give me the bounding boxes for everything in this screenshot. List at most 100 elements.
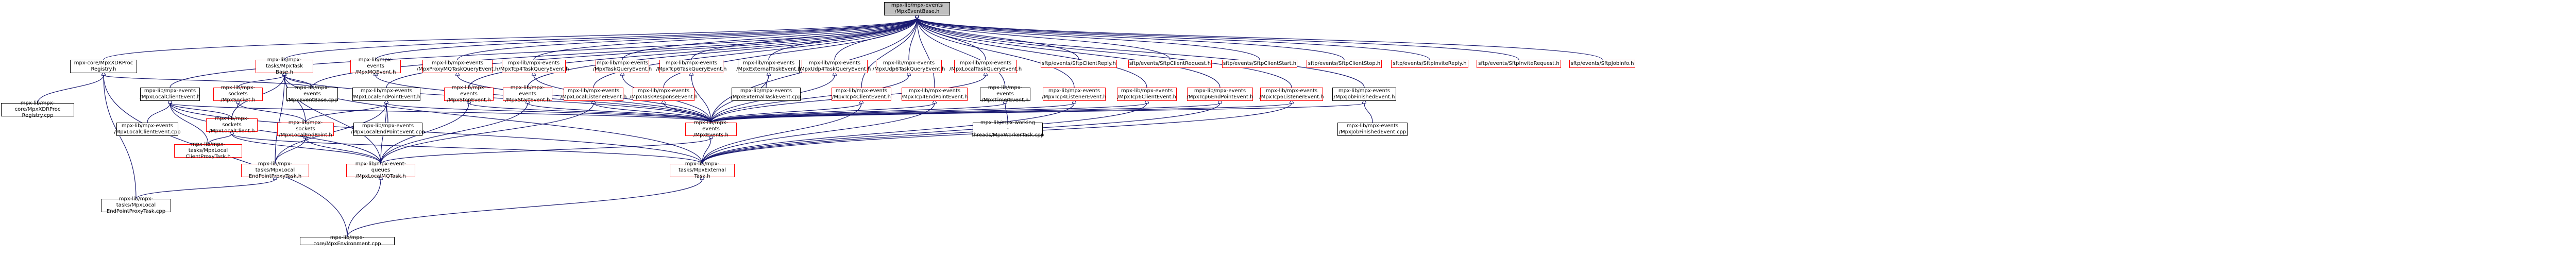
edge-root-to-localendpointev [386,18,917,88]
node-environmentcpp[interactable]: mpx-lib/mpx-core/MpxEnvironment.cpp [300,235,395,247]
edge-localclientev-to-localclientevcpp [147,103,170,123]
node-sftp_invitereply[interactable]: sftp/events/SftpInviteReply.h [1391,60,1468,68]
node-eventqueues[interactable]: mpx-lib/mpx-event-queues /MpxLocalMQTask… [346,161,415,179]
edge-root-to-sftp_request [917,18,1171,60]
edge-tcp4clientev-to-mpxevents [710,103,861,123]
edge-root-to-jobfinishedev [917,18,1365,88]
edge-tcp6clientev-to-mpxevents [710,103,1147,123]
edge-tcp4endpointev-to-mpxevents [710,103,935,123]
edge-root-to-externaltaskev [768,18,917,60]
edge-timerev-to-mpxevents [710,103,1005,123]
edge-root-to-proxymqtaskquery [457,18,917,60]
edge-root-to-tcp6endpointev [917,18,1221,88]
node-taskresponseev[interactable]: mpx-lib/mpx-events /MpxTaskResponseEvent… [629,88,698,101]
node-taskbase[interactable]: mpx-lib/mpx-tasks/MpxTask Base.h [256,57,313,75]
node-tasks_localendpointproxy[interactable]: mpx-lib/mpx-tasks/MpxLocal EndPointProxy… [241,161,309,179]
node-mpxevents[interactable]: mpx-lib/mpx-events /MpxEvents.h [685,120,737,138]
node-localendpointevcpp[interactable]: mpx-lib/mpx-events /MpxLocalEndPointEven… [350,123,426,136]
node-externaltaskev[interactable]: mpx-lib/mpx-events /MpxExternalTaskEvent… [736,60,801,73]
node-localendpointev[interactable]: mpx-lib/mpx-events /MpxLocalEndPointEven… [352,88,421,101]
node-udp6taskquery[interactable]: mpx-lib/mpx-events /MpxUdp6TaskQueryEven… [872,60,945,73]
node-xdrcpp[interactable]: mpx-lib/mpx-core/MpxXDRProc Registry.cpp [1,100,74,118]
node-startevent[interactable]: mpx-lib/mpx-events /MpxStartEvent.h [503,85,552,103]
edge-xdr-to-tasks_localendpointproxycpp [104,75,137,199]
node-xdr[interactable]: mpx-core/MpxXDRProc Registry.h [70,60,137,73]
node-tcp6clientev[interactable]: mpx-lib/mpx-events /MpxTcp6ClientEvent.h [1117,88,1177,101]
node-sftp_reply[interactable]: sftp/events/SftpClientReply.h [1041,60,1117,68]
edge-sockets_localclient-to-tasks_localclientproxy [208,134,232,145]
edge-tcp6clientev-to-tasks_externaltask [702,103,1147,164]
edge-jobfinishedev-to-mpxevents [710,103,1364,123]
node-locallistenerev[interactable]: mpx-lib/mpx-events /MpxLocalListenerEven… [560,88,627,101]
node-taskqueryev[interactable]: mpx-lib/mpx-events /MpxTaskQueryEvent.h [592,60,652,73]
node-localclientevcpp[interactable]: mpx-lib/mpx-events /MpxLocalClientEvent.… [114,123,181,136]
edge-root-to-eventbasecpp [312,18,917,88]
edge-taskbase-to-mpxevents [284,75,711,123]
node-tcp4listenerev[interactable]: mpx-lib/mpx-events /MpxTcp4ListenerEvent… [1042,88,1107,101]
edge-localclientev-to-sockets_localclient [170,103,232,119]
node-tcp6endpointev[interactable]: mpx-lib/mpx-events /MpxTcp6EndPointEvent… [1187,88,1253,101]
node-localtaskquery[interactable]: mpx-lib/mpx-events /MpxLocalTaskQueryEve… [949,60,1022,73]
node-tasks_localclientproxy[interactable]: mpx-lib/mpx-tasks/MpxLocal ClientProxyTa… [174,142,242,160]
edge-stopevent-to-mpxevents [469,103,711,123]
edge-mpxevents-to-eventqueues [380,138,711,164]
node-tcp4endpointev[interactable]: mpx-lib/mpx-events /MpxTcp4EndPointEvent… [901,88,968,101]
node-mqevent[interactable]: mpx-lib/mpx-events /MpxMQEvent.h [350,57,401,75]
edge-localclientev-to-eventqueues [170,103,381,164]
node-sockets_localendpoint[interactable]: mpx-lib/mpx-sockets /MpxLocalEndPoint.h [277,120,334,138]
edge-root-to-timerev [917,18,1006,88]
node-sftp_inviterequest[interactable]: sftp/events/SftpInviteRequest.h [1477,60,1561,68]
node-tcp6taskquery[interactable]: mpx-lib/mpx-events /MpxTcp6TaskQueryEven… [656,60,727,73]
edge-locallistenerev-to-mpxevents [594,103,711,123]
edge-tcp6taskquery-to-mpxevents [691,75,711,123]
node-sftp_start[interactable]: sftp/events/SftpClientStart.h [1222,60,1297,68]
edge-root-to-mqevent [375,18,917,60]
node-externaltaskevcpp[interactable]: mpx-lib/mpx-events /MpxExternalTaskEvent… [731,88,802,101]
node-sftp_stop[interactable]: sftp/events/SftpClientStop.h [1307,60,1382,68]
node-root: mpx-lib/mpx-events /MpxEventBase.h [884,2,950,15]
node-localclientev[interactable]: mpx-lib/mpx-events /MpxLocalClientEvent.… [140,88,200,101]
edge-localclientev-to-tasks_externaltask [170,103,703,164]
node-sockets_localclient[interactable]: mpx-lib/mpx-sockets /MpxLocalClient.h [206,116,258,134]
node-sftp_request[interactable]: sftp/events/SftpClientRequest.h [1128,60,1212,68]
node-jobfinishedevcpp[interactable]: mpx-lib/mpx-events /MpxJobFinishedEvent.… [1337,123,1408,136]
node-stopevent[interactable]: mpx-lib/mpx-events /MpxStopEvent.h [444,85,494,103]
edge-taskresponseev-to-mpxevents [664,103,711,123]
edge-sockets_mpxsocket-to-sockets_localclient [231,103,238,119]
node-tasks_externaltask[interactable]: mpx-lib/mpx-tasks/MpxExternal Task.h [670,161,735,179]
edge-tcp6endpointev-to-tasks_externaltask [702,103,1220,164]
node-tcp6listenerev[interactable]: mpx-lib/mpx-events /MpxTcp6ListenerEvent… [1259,88,1324,101]
edge-root-to-tcp4listenerev [917,18,1075,88]
edge-root-to-sftp_inviterequest [917,18,1519,60]
edge-localclientev-to-mpxevents [170,103,711,123]
edge-root-to-tcp4clientev [861,18,917,88]
edge-tcp4listenerev-to-tasks_externaltask [702,103,1074,164]
node-sftp_jobinfo[interactable]: sftp/events/SftpJobInfo.h [1569,60,1635,68]
node-eventbasecpp[interactable]: mpx-lib/mpx-events /MpxEventBase.cpp [286,85,338,103]
node-proxymqtaskquery[interactable]: mpx-lib/mpx-events /MpxProxyMQTaskQueryE… [416,60,499,73]
edge-root-to-taskqueryev [622,18,917,60]
edge-udp6taskquery-to-mpxevents [710,75,909,123]
edge-root-to-startevent [527,18,917,88]
node-workingthreads[interactable]: mpx-lib/mpx-working -threads/MpxWorkerTa… [971,120,1044,138]
edge-root-to-stopevent [468,18,917,88]
node-sockets_mpxsocket[interactable]: mpx-lib/mpx-sockets /MpxSocket.h [213,85,263,103]
edge-mpxevents-to-tasks_externaltask [702,138,711,164]
edge-localendpointev-to-mpxevents [386,103,711,123]
edge-xdr-to-xdrcpp [37,75,104,104]
edge-sockets_localclient-to-tasks_externaltask [232,134,703,164]
edge-eventqueues-to-environmentcpp [347,179,381,237]
edge-locallistenerev-to-eventqueues [380,103,594,164]
edge-taskbase-to-tasks_localendpointproxy [275,75,284,164]
edge-root-to-udp4taskquery [834,18,917,60]
node-timerev[interactable]: mpx-lib/mpx-events /MpxTimerEvent.h [980,85,1030,103]
edge-localclientev-to-tasks_localclientproxy [170,103,209,145]
node-tcp4clientev[interactable]: mpx-lib/mpx-events /MpxTcp4ClientEvent.h [832,88,891,101]
node-tcp4taskquery[interactable]: mpx-lib/mpx-events /MpxTcp4TaskQueryEven… [498,60,569,73]
edge-sockets_localendpoint-to-tasks_localendpointproxy [275,138,306,164]
node-jobfinishedev[interactable]: mpx-lib/mpx-events /MpxJobFinishedEvent.… [1332,88,1396,101]
node-udp4taskquery[interactable]: mpx-lib/mpx-events /MpxUdp4TaskQueryEven… [798,60,871,73]
node-tasks_localendpointproxycpp[interactable]: mpx-lib/mpx-tasks/MpxLocal EndPointProxy… [101,196,171,214]
edge-stopevent-to-eventqueues [380,103,469,164]
